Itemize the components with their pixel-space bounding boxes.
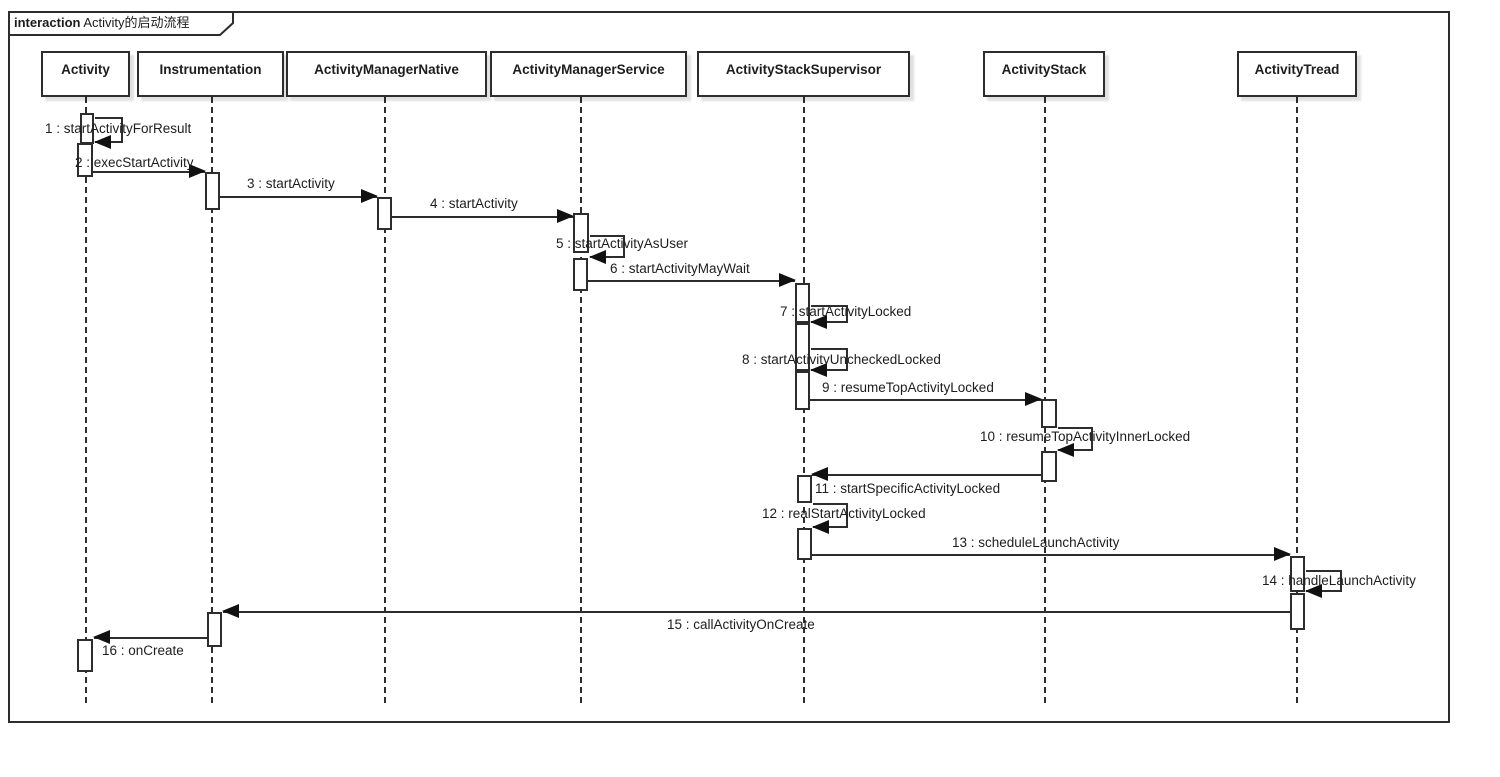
- message-13-arrowhead: [1274, 547, 1291, 561]
- message-4-line: [392, 216, 573, 218]
- lifeline-activity-manager-service: [580, 97, 582, 703]
- message-14-arrowhead: [1305, 584, 1322, 598]
- message-3-line: [220, 196, 377, 198]
- message-7-arrowhead: [810, 315, 827, 329]
- activation-bar-activity: [77, 143, 93, 177]
- activation-bar-activity-stack: [1041, 451, 1057, 482]
- lifeline-head-activity-manager-native: ActivityManagerNative: [286, 51, 487, 97]
- message-10-label: 10 : resumeTopActivityInnerLocked: [980, 429, 1191, 444]
- frame-title: interaction Activity的启动流程: [14, 16, 190, 29]
- message-6-arrowhead: [779, 273, 796, 287]
- message-15-label: 15 : callActivityOnCreate: [667, 617, 815, 632]
- diagram-frame: [8, 11, 1450, 723]
- activation-bar-activity-manager-service: [573, 258, 588, 291]
- message-12-self-loop: [813, 503, 848, 528]
- activation-bar-activity-manager-service: [573, 213, 589, 253]
- message-3-label: 3 : startActivity: [247, 176, 335, 191]
- message-7-label: 7 : startActivityLocked: [780, 304, 912, 319]
- message-16-line: [94, 637, 207, 639]
- message-5-arrowhead: [589, 250, 606, 264]
- activation-bar-activity-stack-supervisor: [797, 475, 812, 503]
- message-6-label: 6 : startActivityMayWait: [610, 261, 750, 276]
- activation-bar-activity-stack-supervisor: [795, 283, 810, 323]
- message-9-arrowhead: [1025, 392, 1042, 406]
- message-11-label: 11 : startSpecificActivityLocked: [815, 481, 1001, 496]
- message-4-arrowhead: [557, 209, 574, 223]
- frame-title-tab: [8, 11, 234, 36]
- message-13-label: 13 : scheduleLaunchActivity: [952, 535, 1120, 550]
- message-2-arrowhead: [189, 164, 206, 178]
- message-1-label: 1 : startActivityForResult: [45, 121, 192, 136]
- message-8-self-loop: [811, 348, 848, 371]
- activation-bar-activity-stack-supervisor: [797, 528, 812, 560]
- message-8-label: 8 : startActivityUncheckedLocked: [742, 352, 941, 367]
- message-12-label: 12 : realStartActivityLocked: [762, 506, 926, 521]
- lifeline-name: Instrumentation: [159, 62, 262, 77]
- message-10-self-loop: [1058, 427, 1093, 451]
- message-11-arrowhead: [811, 467, 828, 481]
- lifeline-name: ActivityManagerService: [512, 62, 665, 77]
- lifeline-head-activity-manager-service: ActivityManagerService: [490, 51, 687, 97]
- message-14-label: 14 : handleLaunchActivity: [1262, 573, 1416, 588]
- activation-bar-activity-stack-supervisor: [795, 371, 810, 410]
- lifeline-head-activity-tread: ActivityTread: [1237, 51, 1357, 97]
- activation-bar-instrumentation: [207, 612, 222, 647]
- message-9-label: 9 : resumeTopActivityLocked: [822, 380, 994, 395]
- lifeline-name: ActivityManagerNative: [314, 62, 459, 77]
- message-4-label: 4 : startActivity: [430, 196, 518, 211]
- lifeline-name: ActivityStack: [1001, 62, 1087, 77]
- message-8-arrowhead: [810, 363, 827, 377]
- activation-bar-activity-tread: [1290, 593, 1305, 630]
- message-2-line: [93, 171, 205, 173]
- activation-bar-activity: [77, 639, 93, 672]
- message-5-label: 5 : startActivityAsUser: [556, 236, 689, 251]
- message-10-arrowhead: [1057, 443, 1074, 457]
- lifeline-name: ActivityTread: [1254, 62, 1340, 77]
- lifeline-name: ActivityStackSupervisor: [725, 62, 882, 77]
- message-16-label: 16 : onCreate: [102, 643, 184, 658]
- activation-bar-activity-stack: [1041, 399, 1057, 428]
- message-11-line: [812, 474, 1041, 476]
- message-13-line: [812, 554, 1290, 556]
- message-9-line: [810, 399, 1041, 401]
- lifeline-head-activity-stack-supervisor: ActivityStackSupervisor: [697, 51, 910, 97]
- lifeline-head-activity-stack: ActivityStack: [983, 51, 1105, 97]
- lifeline-activity: [85, 97, 87, 703]
- activation-bar-activity-tread: [1290, 556, 1305, 592]
- message-16-arrowhead: [93, 630, 110, 644]
- lifeline-activity-manager-native: [384, 97, 386, 703]
- activation-bar-activity-manager-native: [377, 197, 392, 230]
- activation-bar-instrumentation: [205, 172, 220, 210]
- lifeline-instrumentation: [211, 97, 213, 703]
- frame-title-text: Activity的启动流程: [80, 15, 190, 30]
- activation-bar-activity-stack-supervisor: [795, 323, 810, 371]
- lifeline-head-activity: Activity: [41, 51, 130, 97]
- message-6-line: [588, 280, 795, 282]
- message-1-arrowhead: [94, 135, 111, 149]
- message-5-self-loop: [590, 235, 625, 258]
- lifeline-name: Activity: [61, 62, 110, 77]
- message-15-arrowhead: [222, 604, 239, 618]
- message-7-self-loop: [811, 305, 848, 323]
- message-12-arrowhead: [812, 520, 829, 534]
- frame-title-keyword: interaction: [14, 15, 81, 30]
- message-3-arrowhead: [361, 189, 378, 203]
- message-15-line: [223, 611, 1290, 613]
- message-14-self-loop: [1306, 570, 1342, 592]
- lifeline-head-instrumentation: Instrumentation: [137, 51, 284, 97]
- lifeline-activity-tread: [1296, 97, 1298, 703]
- message-2-label: 2 : execStartActivity: [75, 155, 194, 170]
